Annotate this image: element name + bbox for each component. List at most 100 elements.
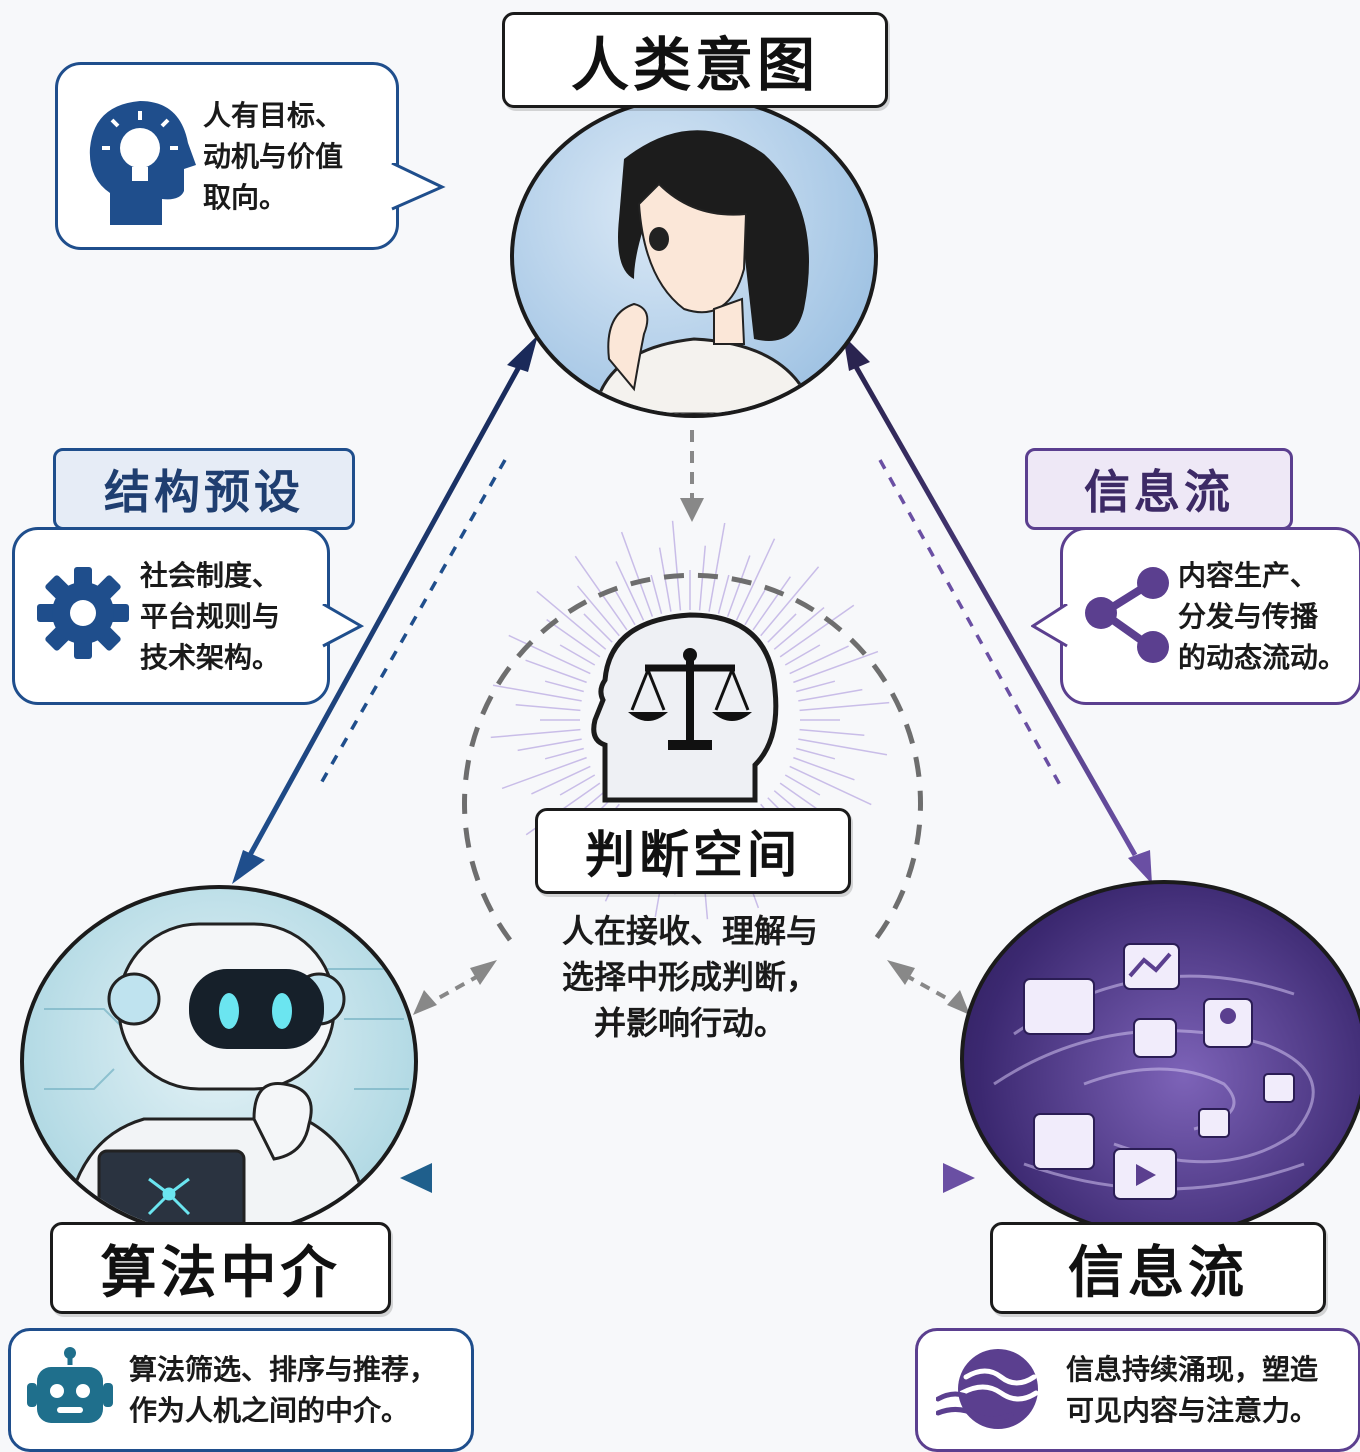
burst-ray: [798, 688, 863, 702]
bubble-human-intent: 人有目标、 动机与价值 取向。: [55, 62, 446, 250]
bubble-line: 信息持续涌现，塑造: [1066, 1353, 1319, 1386]
arrow-algorithm-flow: [400, 1163, 975, 1193]
wave-icon: [936, 1349, 1039, 1429]
burst-ray: [799, 728, 865, 736]
human-intent-label: 人类意图: [570, 31, 819, 99]
bubble-human-text: 人有目标、 动机与价值 取向。: [203, 95, 343, 218]
judgment-line: 选择中形成判断，: [561, 958, 818, 996]
bubble-info-flow-text: 内容生产、 分发与传播 的动态流动。: [1178, 555, 1346, 678]
arrow-human-judgment: [680, 430, 704, 522]
burst-ray: [490, 728, 581, 739]
info-flow-label-text: 信息流: [1084, 465, 1234, 519]
structure-label-text: 结构预设: [104, 465, 304, 519]
burst-ray: [793, 756, 855, 781]
burst-ray: [796, 747, 836, 760]
burst-ray: [784, 644, 821, 666]
bubble-algorithm: 算法筛选、排序与推荐， 作为人机之间的中介。: [8, 1328, 474, 1452]
burst-ray: [799, 701, 890, 712]
burst-ray: [559, 774, 596, 796]
bubble-line: 分发与传播: [1178, 600, 1319, 633]
bubble-line: 可见内容与注意力。: [1066, 1394, 1319, 1427]
node-title-algorithm: 算法中介: [50, 1222, 391, 1314]
label-info-flow: 信息流: [1025, 448, 1293, 530]
burst-ray: [546, 619, 601, 658]
node-title-info-flow: 信息流: [990, 1222, 1326, 1314]
judgment-line: 人在接收、理解与: [561, 912, 818, 950]
burst-ray: [583, 613, 613, 643]
bubble-line: 的动态流动。: [1178, 641, 1347, 674]
burst-ray: [796, 680, 836, 693]
bubble-tail: [322, 604, 365, 648]
burst-ray: [492, 684, 582, 702]
burst-ray: [515, 704, 581, 712]
info-flow-node-label: 信息流: [1068, 1240, 1248, 1306]
burst-ray: [531, 765, 591, 795]
bubble-line: 取向。: [203, 181, 288, 214]
burst-ray: [559, 644, 596, 666]
robot-portrait: [20, 885, 418, 1238]
dotted-line-left: [318, 459, 507, 786]
bubble-line: 作为人机之间的中介。: [129, 1394, 410, 1427]
bubble-flow-text: 信息持续涌现，塑造 可见内容与注意力。: [1066, 1349, 1318, 1431]
burst-ray: [544, 747, 584, 760]
burst-ray: [501, 756, 587, 790]
arrow-human-flow: [843, 335, 1152, 884]
algorithm-label: 算法中介: [100, 1240, 341, 1306]
burst-ray: [760, 566, 820, 637]
bubble-structure-text: 社会制度、 平台规则与 技术架构。: [140, 555, 280, 678]
node-title-human-intent: 人类意图: [502, 12, 888, 108]
burst-ray: [735, 538, 776, 621]
bubble-tail: [1031, 604, 1068, 648]
head-scale-icon: [591, 612, 779, 803]
burst-ray: [789, 645, 849, 675]
robot-thinking-icon: [44, 922, 409, 1234]
bubble-line: 内容生产、: [1178, 559, 1319, 592]
burst-ray: [671, 520, 682, 611]
burst-ray: [536, 590, 607, 650]
burst-ray: [767, 613, 797, 643]
judgment-description: 人在接收、理解与 选择中形成判断， 并影响行动。: [520, 908, 860, 1046]
burst-ray: [752, 576, 791, 631]
burst-ray: [614, 589, 636, 626]
burst-ray: [744, 589, 766, 626]
info-flow-portrait: [960, 880, 1360, 1238]
burst-ray: [544, 680, 584, 693]
arrow-judgment-flow: [887, 960, 970, 1015]
burst-ray: [789, 765, 872, 806]
bubble-algorithm-text: 算法筛选、排序与推荐， 作为人机之间的中介。: [129, 1349, 437, 1431]
burst-ray: [650, 574, 663, 614]
head-lightbulb-icon: [89, 101, 196, 225]
burst-ray: [717, 574, 730, 614]
burst-ray: [773, 606, 825, 650]
share-icon: [1085, 567, 1169, 663]
bubble-line: 算法筛选、排序与推荐，: [129, 1353, 438, 1386]
arrow-judgment-algorithm: [413, 960, 497, 1015]
burst-ray: [708, 522, 726, 612]
burst-ray: [620, 531, 654, 617]
bubble-flow: 信息持续涌现，塑造 可见内容与注意力。: [915, 1328, 1360, 1452]
burst-ray: [615, 561, 645, 621]
gear-icon: [37, 567, 129, 659]
arrow-human-algorithm: [232, 335, 538, 884]
dotted-line-right: [878, 459, 1062, 786]
bubble-line: 技术架构。: [140, 641, 281, 674]
bubble-line: 平台规则与: [140, 600, 281, 633]
bubble-structure: 社会制度、 平台规则与 技术架构。: [12, 527, 365, 705]
info-swirl-icon: [993, 943, 1315, 1200]
burst-ray: [793, 650, 879, 684]
burst-ray: [525, 659, 587, 684]
burst-ray: [798, 738, 888, 756]
judgment-label: 判断空间: [585, 826, 801, 884]
bubble-line: 社会制度、: [140, 559, 281, 592]
burst-ray: [576, 585, 620, 637]
burst-ray: [658, 547, 672, 612]
burst-ray: [517, 738, 582, 752]
judgment-line: 并影响行动。: [593, 1004, 786, 1042]
human-portrait: [510, 95, 878, 418]
burst-ray: [508, 634, 591, 675]
robot-icon: [27, 1347, 113, 1423]
bubble-tail: [391, 163, 446, 211]
label-structure-preset: 结构预设: [53, 448, 355, 530]
node-title-judgment: 判断空间: [535, 808, 851, 894]
